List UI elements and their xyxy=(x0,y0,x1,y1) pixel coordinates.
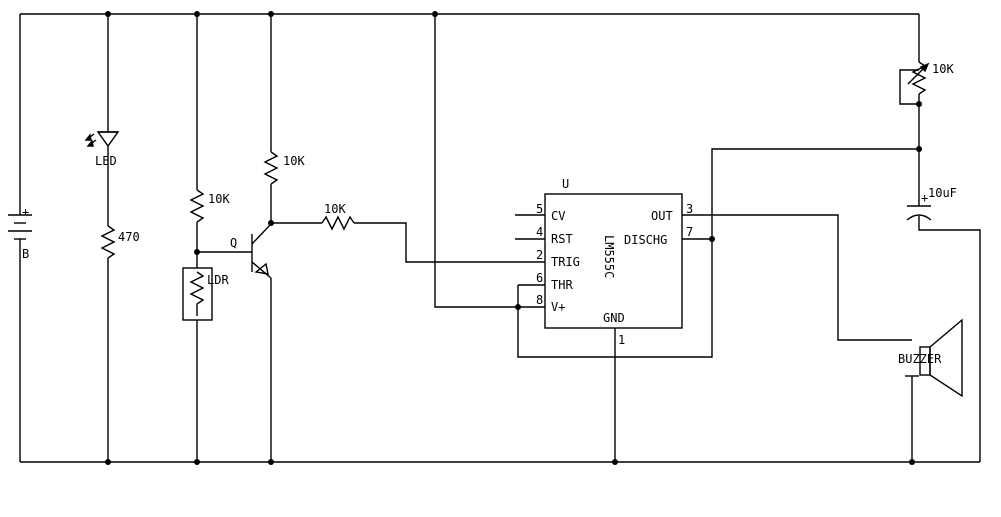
battery-label: B xyxy=(22,247,29,261)
pot-bypass-wire xyxy=(899,69,919,105)
junction-dot xyxy=(515,304,521,310)
junction-dot xyxy=(268,459,274,465)
pin-thr-num: 6 xyxy=(536,271,543,285)
pin-rst-name: RST xyxy=(551,232,573,246)
junction-dot xyxy=(909,459,915,465)
buzzer-cone-icon xyxy=(929,318,963,398)
pin-dischg-num: 7 xyxy=(686,225,693,239)
led-branch: LED 470 xyxy=(84,14,140,462)
capacitor-plate-curved xyxy=(906,214,932,221)
pin-vplus-num: 8 xyxy=(536,293,543,307)
junction-dot xyxy=(268,11,274,17)
junction-dot xyxy=(105,11,111,17)
junction-dot xyxy=(194,11,200,17)
resistor-10k-divider-zigzag xyxy=(189,189,205,223)
ldr-zigzag xyxy=(189,271,205,316)
junction-dot xyxy=(916,146,922,152)
led-arrow-head-1 xyxy=(84,133,92,141)
led-arrow-head-2 xyxy=(86,139,94,147)
pin-out-name: OUT xyxy=(651,209,673,223)
ic-part-label: LM555C xyxy=(602,235,616,278)
pin-gnd-name: GND xyxy=(603,311,625,325)
transistor-collector-lead xyxy=(251,223,272,245)
led-label: LED xyxy=(95,154,117,168)
potentiometer: 10K xyxy=(899,14,954,206)
junction-dot xyxy=(105,459,111,465)
junction-dot xyxy=(916,101,922,107)
trigger-path: 10K xyxy=(271,202,545,263)
battery-plus-sign: + xyxy=(22,205,29,219)
ic-555: U LM555C 5 CV 4 RST 2 TRIG 6 THR 8 V+ OU… xyxy=(515,177,693,347)
capacitor-plus-sign: + xyxy=(921,191,928,205)
junction-dot xyxy=(268,220,274,226)
pin-out-num: 3 xyxy=(686,202,693,216)
pot-wiper-arrow-head xyxy=(919,62,930,73)
buzzer: BUZZER xyxy=(898,318,963,462)
battery: + B xyxy=(8,14,32,462)
resistor-470-zigzag xyxy=(100,225,116,259)
transistor-label: Q xyxy=(230,236,237,250)
junction-dot xyxy=(194,249,200,255)
thr-dischg-loop-wire xyxy=(517,148,919,358)
pin-trig-name: TRIG xyxy=(551,255,580,269)
pot-label: 10K xyxy=(932,62,954,76)
ldr-divider: 10K LDR xyxy=(182,14,252,462)
buzzer-label: BUZZER xyxy=(898,352,942,366)
ldr-label: LDR xyxy=(207,273,229,287)
pin-gnd-num: 1 xyxy=(618,333,625,347)
junction-dot xyxy=(709,236,715,242)
pin-cv-num: 5 xyxy=(536,202,543,216)
capacitor: + 10uF xyxy=(906,186,981,462)
resistor-470-label: 470 xyxy=(118,230,140,244)
out-wire xyxy=(682,214,912,341)
resistor-10k-divider-label: 10K xyxy=(208,192,230,206)
pin-trig-num: 2 xyxy=(536,248,543,262)
junction-dot xyxy=(612,459,618,465)
ic-body xyxy=(544,193,683,329)
resistor-10k-trig-zigzag xyxy=(321,215,355,231)
led-diode-icon xyxy=(96,131,120,148)
pin-rst-num: 4 xyxy=(536,225,543,239)
junction-dot xyxy=(432,11,438,17)
junction-dot xyxy=(194,459,200,465)
pin-vplus-name: V+ xyxy=(551,300,565,314)
pin-thr-name: THR xyxy=(551,278,573,292)
capacitor-wire-bottom xyxy=(918,216,981,462)
resistor-10k-collector-label: 10K xyxy=(283,154,305,168)
pin-cv-name: CV xyxy=(551,209,565,223)
transistor-q: 10K Q xyxy=(230,14,305,462)
trig-wire xyxy=(354,222,545,263)
pin-dischg-name: DISCHG xyxy=(624,233,667,247)
vplus-wire xyxy=(434,14,545,308)
transistor-emitter-lead xyxy=(251,261,272,279)
transistor-emitter-arrow-icon xyxy=(254,262,269,275)
capacitor-label: 10uF xyxy=(928,186,957,200)
resistor-10k-collector-zigzag xyxy=(263,151,279,185)
ic-designator: U xyxy=(562,177,569,191)
resistor-10k-trig-label: 10K xyxy=(324,202,346,216)
